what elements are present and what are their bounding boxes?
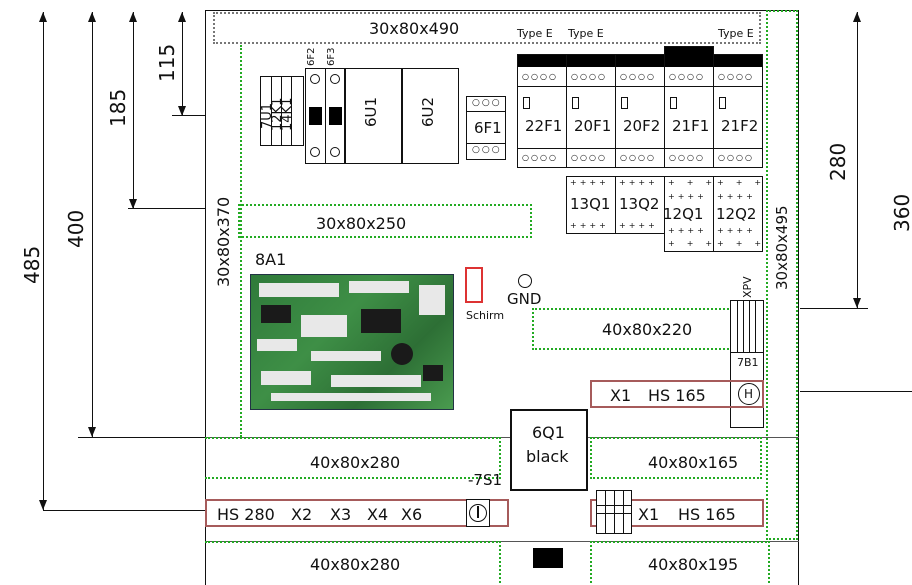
shield-clamp <box>465 267 483 303</box>
k14-label: 14K1 <box>280 97 295 131</box>
dimension-115-label: 115 <box>155 43 179 82</box>
q13-1-label: 13Q1 <box>570 195 611 213</box>
q12-1-label: 12Q1 <box>663 205 704 223</box>
terminal-strip-upper-right: X1 HS 165 H <box>590 380 764 408</box>
duct-mid-right: 40x80x220 <box>532 308 732 350</box>
u6-1-label: 6U1 <box>362 96 380 127</box>
panel-bottom-divider <box>205 541 799 542</box>
hygrostat-symbol: H <box>738 383 760 405</box>
q12-2-label: 12Q2 <box>716 205 757 223</box>
duct-upper-mid: 30x80x250 <box>238 204 532 238</box>
bottom-left-x3: X3 <box>330 505 352 524</box>
cable-entry <box>533 548 563 568</box>
contactor-13q2: ++++ 13Q2 ++++ <box>615 176 665 234</box>
main-switch-6q1: 6Q1 black <box>510 409 588 491</box>
duct-lower-right: 40x80x165 <box>590 437 762 479</box>
duct-bottom-left-label: 40x80x280 <box>310 555 401 574</box>
bottom-left-x2: X2 <box>291 505 313 524</box>
contactor-13q1: ++++ 13Q1 ++++ <box>566 176 616 234</box>
u6-2-label: 6U2 <box>419 96 437 127</box>
bottom-right-hs: HS 165 <box>678 505 736 524</box>
xpv-label: XPV <box>741 276 754 298</box>
breaker-20f1: ○○○○ 20F1 ○○○○ <box>566 54 616 168</box>
duct-lower-left-label: 40x80x280 <box>310 453 401 472</box>
switch-7s1 <box>466 499 490 527</box>
duct-bottom-right: 40x80x195 <box>590 541 770 583</box>
ground-point <box>518 274 532 288</box>
bottom-right-x1: X1 <box>638 505 660 524</box>
dimension-400-label: 400 <box>64 209 88 248</box>
dimension-485-label: 485 <box>20 245 44 284</box>
terminal-block-bottom-right <box>596 490 632 534</box>
terminal-strip-bottom-right: X1 HS 165 <box>590 499 764 527</box>
type-e-label-3: Type E <box>718 27 754 40</box>
fuse-6f1: ○○○ 6F1 ○○○ <box>466 96 506 160</box>
breaker-21f2: ○○○○ 21F2 ○○○○ <box>713 54 763 168</box>
type-e-label-1: Type E <box>517 27 553 40</box>
s7-label: -7S1 <box>468 471 503 489</box>
q6-color-label: black <box>526 447 569 466</box>
schirm-label: Schirm <box>466 309 505 322</box>
f20-1-label: 20F1 <box>574 117 612 135</box>
duct-right-vertical-label: 30x80x495 <box>773 205 791 290</box>
b7-label: 7B1 <box>737 356 759 369</box>
hygrostat-h-label: H <box>744 387 754 401</box>
breaker-20f2: ○○○○ 20F2 ○○○○ <box>615 54 665 168</box>
bottom-left-x6: X6 <box>401 505 423 524</box>
a8-label: 8A1 <box>255 250 287 269</box>
f21-1-label: 21F1 <box>672 117 710 135</box>
bottom-left-x4: X4 <box>367 505 389 524</box>
terminal-strip-bottom-left: HS 280 X2 X3 X4 X6 <box>205 499 509 527</box>
panel-frame <box>205 10 799 585</box>
duct-left-vertical <box>236 45 242 437</box>
f6-3-label: 6F3 <box>326 47 337 66</box>
type-e-label-2: Type E <box>568 27 604 40</box>
terminal-xpv <box>730 300 764 356</box>
power-supply-6u1: 6U1 <box>345 68 402 164</box>
bottom-left-hs: HS 280 <box>217 505 275 524</box>
contactor-12q2: +++ ++++ 12Q2 ++++ +++ <box>713 176 763 252</box>
dimension-360-label: 360 <box>890 193 912 232</box>
panel-lower-divider <box>205 437 799 438</box>
relay-group-7u1: 7U1 12K1 14K1 <box>260 76 304 146</box>
contactor-12q1: +++ ++++ 12Q1 ++++ +++ <box>663 176 714 252</box>
q6-name-label: 6Q1 <box>532 423 565 442</box>
duct-mid-right-label: 40x80x220 <box>602 320 693 339</box>
duct-top-label: 30x80x490 <box>369 19 460 38</box>
duct-lower-right-label: 40x80x165 <box>648 453 739 472</box>
duct-bottom-right-label: 40x80x195 <box>648 555 739 574</box>
breaker-22f1: ○○○○ 22F1 ○○○○ <box>517 54 567 168</box>
duct-right-vertical <box>766 10 798 540</box>
duct-upper-mid-label: 30x80x250 <box>316 214 407 233</box>
f22-1-label: 22F1 <box>525 117 563 135</box>
f21-2-label: 21F2 <box>721 117 759 135</box>
dimension-185-label: 185 <box>106 88 130 127</box>
breaker-21f1: ○○○○ 21F1 ○○○○ <box>664 46 714 168</box>
breaker-6f2-6f3 <box>305 68 345 164</box>
upper-right-x1: X1 <box>610 386 632 405</box>
duct-left-vertical-label: 30x80x370 <box>214 196 233 287</box>
controller-board-8a1 <box>250 274 454 410</box>
q13-2-label: 13Q2 <box>619 195 660 213</box>
power-supply-6u2: 6U2 <box>402 68 459 164</box>
duct-bottom-left: 40x80x280 <box>205 541 501 583</box>
gnd-label: GND <box>507 290 542 308</box>
f6-2-label: 6F2 <box>306 47 317 66</box>
dimension-280-label: 280 <box>826 142 850 181</box>
duct-lower-left: 40x80x280 <box>205 437 501 479</box>
f20-2-label: 20F2 <box>623 117 661 135</box>
duct-top: 30x80x490 <box>213 12 761 44</box>
upper-right-hs: HS 165 <box>648 386 706 405</box>
f6-1-label: 6F1 <box>474 119 502 137</box>
